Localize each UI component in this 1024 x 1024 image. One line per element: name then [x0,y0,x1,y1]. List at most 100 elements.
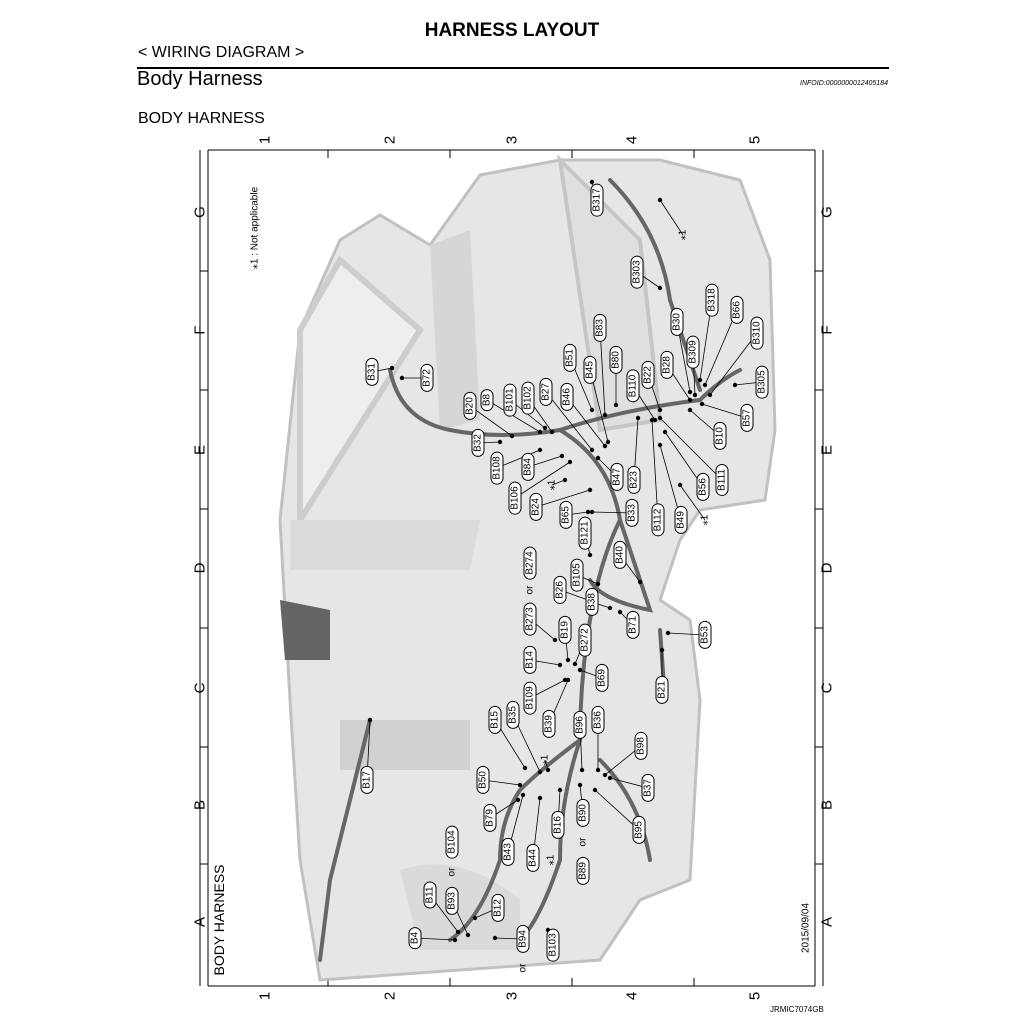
column-number: 1 [256,135,274,145]
connector-label: B71 [626,611,640,639]
connector-label: B38 [585,588,599,616]
connector-point [605,439,611,445]
connector-label: B89 [576,857,590,885]
connector-point [542,425,548,431]
connector-point [657,285,663,291]
connector-label: B309 [686,335,700,369]
column-number: 5 [746,135,764,145]
column-number: 1 [256,991,274,1001]
connector-point [617,609,623,615]
connector-point [677,482,683,488]
connector-point [592,787,598,793]
row-letter: B [818,799,836,811]
connector-point [587,487,593,493]
date-stamp: 2015/09/04 [800,902,812,954]
connector-point [557,662,563,668]
column-number: 4 [623,991,641,1001]
connector-point [367,717,373,723]
connector-label: B47 [610,463,624,491]
grid-ticks [200,150,823,986]
connector-label: B53 [698,621,712,649]
row-letter: G [191,206,209,218]
or-separator: or [517,963,529,973]
connector-label: B20 [463,392,477,420]
connector-point [702,382,708,388]
connector-point [589,179,595,185]
footnote-marker: ⁎1 [677,229,689,241]
connector-point [472,915,478,921]
connector-point [595,581,601,587]
connector-point [687,397,693,403]
leader-line [545,391,593,451]
row-letter: F [818,325,836,335]
leader-line [701,403,748,419]
connector-point [549,429,555,435]
connector-label: B33 [625,499,639,527]
connector-point [659,647,665,653]
row-letter: C [818,682,836,694]
connector-label: B111 [715,464,729,496]
connector-label: B102 [521,381,535,415]
connector-point [589,407,595,413]
leader-line [469,405,513,437]
connector-label: B21 [655,676,669,704]
connector-label: B50 [476,766,490,794]
connector-label: B79 [483,804,497,832]
connector-label: B305 [755,365,769,399]
connector-point [707,392,713,398]
subtitle: Body Harness [137,68,263,90]
leader-line [551,479,566,486]
column-number: 3 [503,991,521,1001]
connector-point [522,765,528,771]
leader-line [704,309,738,386]
connector-label: B28 [660,351,674,379]
connector-label: B19 [558,616,572,644]
connector-label: B110 [626,369,640,403]
connector-label: B98 [634,732,648,760]
connector-label: B27 [539,378,553,406]
connector-point [595,455,601,461]
leader-line [535,489,591,508]
connector-point [697,377,703,383]
section-label: < WIRING DIAGRAM > [138,44,305,61]
connector-label: B106 [508,481,522,515]
connector-point [607,605,613,611]
footnote-marker: ⁎1 [546,479,558,491]
connector-point [537,795,543,801]
connector-label: B95 [632,816,646,844]
connector-point [613,402,619,408]
connector-point [699,401,705,407]
connector-label: B104 [445,825,459,859]
connector-point [687,407,693,413]
row-letter: E [191,444,209,456]
row-letter: E [818,444,836,456]
row-letter: G [818,206,836,218]
connector-point [455,929,461,935]
connector-label: B35 [506,701,520,729]
connector-point [545,767,551,773]
connector-point [399,375,405,381]
connector-point [517,782,523,788]
connector-point [589,509,595,515]
connector-point [692,392,698,398]
connector-label: B31 [365,358,379,386]
connector-point [565,657,571,663]
divider [137,67,889,69]
connector-label: B109 [523,681,537,715]
connector-label: B80 [609,346,623,374]
connector-point [537,769,543,775]
diagram-title: BODY HARNESS [138,110,265,127]
connector-label: B90 [576,799,590,827]
leader-line [496,449,541,469]
connector-point [572,661,578,667]
connector-label: B32 [471,429,485,457]
connector-label: B23 [627,466,641,494]
connector-point [635,415,641,421]
leader-line [514,461,571,499]
connector-point [607,775,613,781]
row-letter: F [191,325,209,335]
connector-point [602,772,608,778]
or-separator: or [446,867,458,877]
connector-point [732,382,738,388]
connector-point [585,509,591,515]
